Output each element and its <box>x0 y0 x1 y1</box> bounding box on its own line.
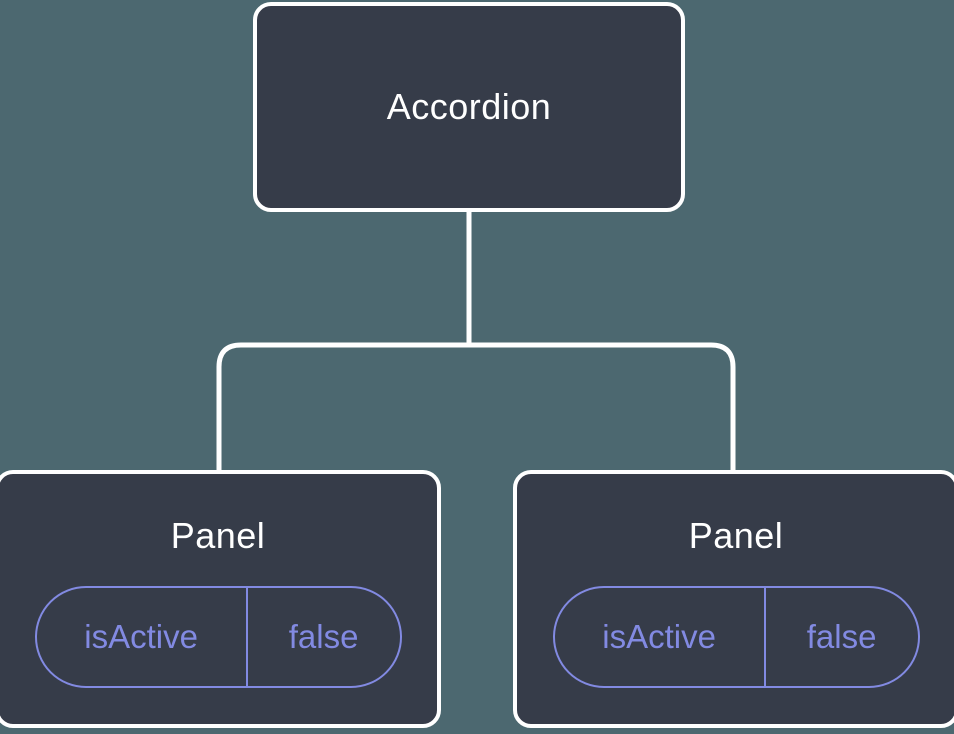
state-value-cell: false <box>806 618 877 655</box>
state-value-cell: false <box>288 618 359 655</box>
accordion-node-label: Accordion <box>386 86 552 127</box>
connector-bracket <box>216 342 736 474</box>
state-pill: isActive false <box>552 586 920 688</box>
panel-node-label: Panel <box>170 515 266 556</box>
panel-node-right: Panel isActive false <box>513 470 954 728</box>
state-name-cell: isActive <box>37 588 248 686</box>
panel-node-label: Panel <box>688 515 784 556</box>
accordion-node: Accordion <box>253 2 685 212</box>
panel-node-left: Panel isActive false <box>0 470 441 728</box>
state-pill: isActive false <box>34 586 402 688</box>
state-name-cell: isActive <box>555 588 766 686</box>
